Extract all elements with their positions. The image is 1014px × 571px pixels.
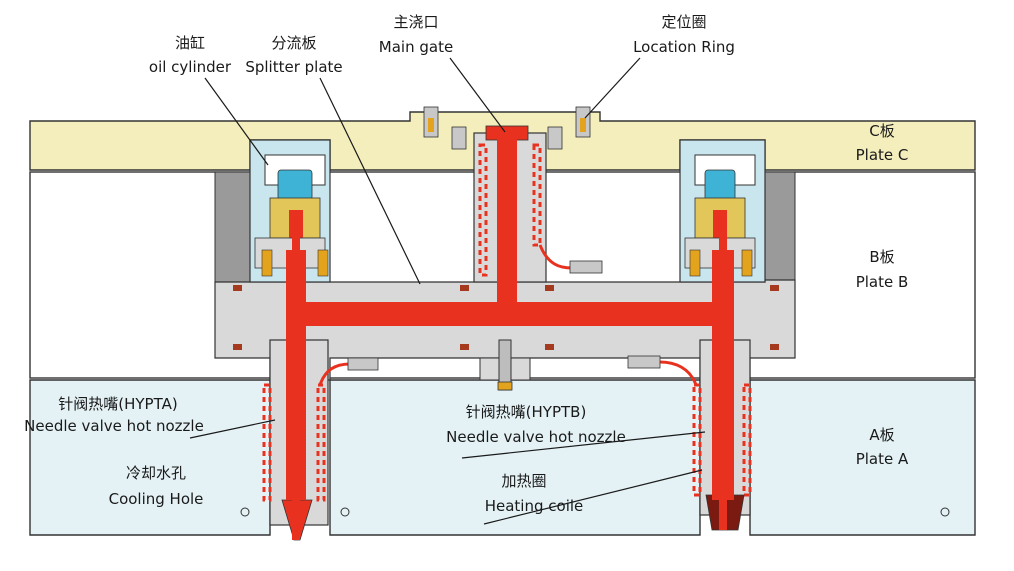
label-splitter-plate-cn: 分流板: [271, 34, 316, 52]
label-plate-a: A板 Plate A: [856, 426, 909, 468]
cooling-hole-3: [940, 507, 950, 517]
label-nozzle-a: 针阀热嘴(HYPTA) Needle valve hot nozzle: [24, 395, 204, 435]
nozzle-right-coil-2: [742, 383, 752, 497]
label-plate-c-en: Plate C: [856, 146, 909, 164]
label-oil-cylinder-en: oil cylinder: [149, 58, 232, 76]
sprue-coil-left: [478, 143, 488, 277]
cylinder-bolt-right-2: [741, 249, 753, 277]
label-plate-a-cn: A板: [869, 426, 894, 444]
label-plate-b-cn: B板: [869, 248, 894, 266]
label-main-gate: 主浇口 Main gate: [379, 13, 453, 56]
label-oil-cylinder: 油缸 oil cylinder: [149, 34, 232, 76]
label-oil-cylinder-cn: 油缸: [175, 34, 205, 52]
plate-b-insert-left: [214, 171, 251, 283]
label-main-gate-en: Main gate: [379, 38, 453, 56]
label-plate-c-cn: C板: [869, 122, 894, 140]
label-nozzle-a-en: Needle valve hot nozzle: [24, 417, 204, 435]
nozzle-left-connector: [347, 357, 379, 371]
sprue-channel: [497, 138, 517, 302]
sprue-bushing: [473, 125, 603, 302]
label-plate-a-en: Plate A: [856, 450, 909, 468]
label-main-gate-cn: 主浇口: [393, 13, 438, 31]
cylinder-bolt-left-1: [261, 249, 273, 277]
piston-right: [704, 169, 736, 201]
label-nozzle-b-cn: 针阀热嘴(HYPTB): [466, 403, 587, 421]
label-nozzle-b: 针阀热嘴(HYPTB) Needle valve hot nozzle: [446, 403, 626, 446]
cylinder-bolt-right-1: [689, 249, 701, 277]
nozzle-right-connector: [627, 355, 661, 369]
needle-left: [292, 230, 300, 540]
label-cooling-hole-cn: 冷却水孔: [126, 464, 186, 482]
needle-right: [719, 230, 727, 530]
cooling-hole-2: [340, 507, 350, 517]
label-splitter-plate-en: Splitter plate: [245, 58, 342, 76]
cylinder-bolt-left-2: [317, 249, 329, 277]
sprue-head: [485, 125, 529, 141]
location-ring-bolts: [423, 106, 591, 150]
cooling-hole-1: [240, 507, 250, 517]
melt-horizontal: [286, 302, 732, 326]
nozzle-right-coil-1: [692, 383, 702, 497]
label-heating-coil-cn: 加热圈: [501, 472, 546, 490]
label-location-ring-en: Location Ring: [633, 38, 735, 56]
label-plate-b-en: Plate B: [856, 273, 909, 291]
label-splitter-plate: 分流板 Splitter plate: [245, 34, 342, 76]
label-plate-b: B板 Plate B: [856, 248, 909, 291]
nozzle-right-wire: [659, 360, 698, 386]
label-heating-coil-en: Heating coile: [485, 497, 584, 515]
nozzle-left-wire: [318, 362, 351, 386]
manifold-plug-tip: [497, 381, 513, 391]
melt-channels: [286, 230, 734, 540]
label-nozzle-b-en: Needle valve hot nozzle: [446, 428, 626, 446]
label-nozzle-a-cn: 针阀热嘴(HYPTA): [58, 395, 177, 413]
manifold-seals: [233, 285, 779, 350]
sprue-coil-right: [532, 143, 542, 247]
piston-left: [277, 169, 313, 201]
leader-lines: [189, 57, 706, 525]
label-location-ring: 定位圈 Location Ring: [633, 13, 735, 56]
plate-b-insert-right: [764, 171, 796, 283]
sprue-wire: [538, 244, 573, 270]
label-location-ring-cn: 定位圈: [661, 13, 706, 31]
label-cooling-hole: 冷却水孔 Cooling Hole: [109, 464, 204, 508]
sprue-connector: [569, 260, 603, 274]
nozzle-left-coil-1: [262, 383, 272, 502]
label-heating-coil: 加热圈 Heating coile: [485, 472, 584, 515]
label-cooling-hole-en: Cooling Hole: [109, 490, 204, 508]
label-plate-c: C板 Plate C: [856, 122, 909, 164]
